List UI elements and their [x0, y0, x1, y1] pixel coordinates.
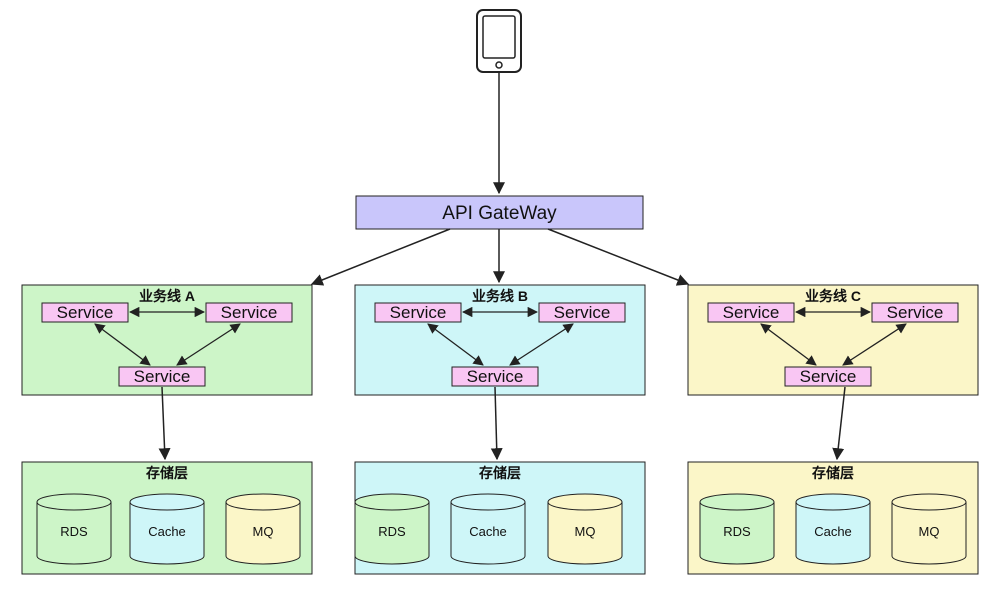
service-label: Service	[134, 367, 191, 386]
database-cache[interactable]: Cache	[450, 493, 526, 565]
service-label: Service	[887, 303, 944, 322]
service-link-arrow	[176, 323, 241, 366]
storage-layer-a-title: 存储层	[146, 465, 188, 481]
database-label: RDS	[723, 524, 751, 539]
smartphone-icon	[476, 9, 522, 73]
service-node[interactable]: Service	[118, 366, 206, 387]
service-link-arrow	[509, 323, 574, 366]
database-rds[interactable]: RDS	[354, 493, 430, 565]
service-node[interactable]: Service	[205, 302, 293, 323]
database-label: Cache	[814, 524, 852, 539]
service-label: Service	[800, 367, 857, 386]
database-mq[interactable]: MQ	[225, 493, 301, 565]
gateway-to-line-a-arrow	[310, 228, 451, 286]
storage-layer-c-title: 存储层	[812, 465, 854, 481]
service-link-arrow	[842, 323, 907, 366]
service-node[interactable]: Service	[41, 302, 129, 323]
storage-layer-c: 存储层 RDS Cache MQ	[687, 461, 979, 575]
service-label: Service	[57, 303, 114, 322]
service-label: Service	[554, 303, 611, 322]
line-c-to-storage-arrow	[832, 386, 846, 461]
database-label: RDS	[378, 524, 406, 539]
business-line-b-title: 业务线 B	[472, 288, 528, 304]
service-label: Service	[390, 303, 447, 322]
business-line-c: 业务线 C Service Service Service	[687, 284, 979, 396]
business-line-b: 业务线 B Service Service Service	[354, 284, 646, 396]
service-node[interactable]: Service	[451, 366, 539, 387]
database-mq[interactable]: MQ	[891, 493, 967, 565]
storage-layer-b-title: 存储层	[479, 465, 521, 481]
database-label: MQ	[253, 524, 274, 539]
line-b-to-storage-arrow	[490, 386, 503, 461]
api-gateway-label: API GateWay	[442, 203, 557, 224]
service-node[interactable]: Service	[707, 302, 795, 323]
business-line-c-title: 业务线 C	[805, 288, 861, 304]
service-link-arrow	[760, 323, 817, 366]
api-gateway[interactable]: API GateWay	[355, 195, 644, 230]
line-a-to-storage-arrow	[158, 386, 171, 461]
database-rds[interactable]: RDS	[699, 493, 775, 565]
database-label: MQ	[575, 524, 596, 539]
database-label: Cache	[148, 524, 186, 539]
service-label: Service	[723, 303, 780, 322]
service-node[interactable]: Service	[374, 302, 462, 323]
service-link-arrow	[427, 323, 484, 366]
database-label: Cache	[469, 524, 507, 539]
business-line-a: 业务线 A Service Service Service	[21, 284, 313, 396]
service-link-arrow	[94, 323, 151, 366]
database-cache[interactable]: Cache	[129, 493, 205, 565]
service-node[interactable]: Service	[538, 302, 626, 323]
database-label: RDS	[60, 524, 88, 539]
database-rds[interactable]: RDS	[36, 493, 112, 565]
gateway-to-line-c-arrow	[547, 228, 690, 286]
service-label: Service	[221, 303, 278, 322]
service-node[interactable]: Service	[784, 366, 872, 387]
service-label: Service	[467, 367, 524, 386]
service-node[interactable]: Service	[871, 302, 959, 323]
database-label: MQ	[919, 524, 940, 539]
business-line-a-title: 业务线 A	[139, 288, 195, 304]
storage-layer-b: 存储层 RDS Cache MQ	[354, 461, 646, 575]
database-mq[interactable]: MQ	[547, 493, 623, 565]
storage-layer-a: 存储层 RDS Cache MQ	[21, 461, 313, 575]
database-cache[interactable]: Cache	[795, 493, 871, 565]
